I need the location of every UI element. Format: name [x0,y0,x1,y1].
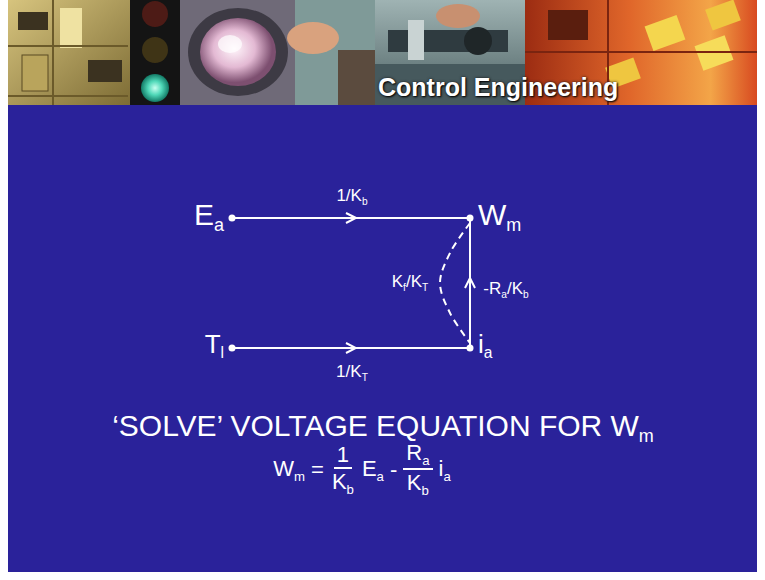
text-run: - [390,457,397,482]
subscript: m [506,215,521,235]
chip [18,12,48,30]
node-dot [467,215,474,222]
signal-node: Tl [197,330,232,365]
lens-rim [188,8,288,96]
branch-gain: 1/Kb [336,186,367,208]
banner-title: Control Engineering [378,72,618,102]
subscript: a [443,468,450,483]
node-label: Ea [194,198,224,236]
text-run: i [439,456,444,481]
panel-slot [548,10,588,40]
circuit-board [8,0,130,105]
text-run: K [392,272,403,291]
sleeve [338,50,375,105]
signal-node: Ea [186,198,232,239]
fraction: 1Kb [330,443,356,498]
text-run: E [194,198,214,231]
node-dot [229,345,236,352]
text-run: i [478,329,484,359]
subscript: b [362,196,368,207]
signal-branch [232,347,470,349]
denominator: Kb [405,470,431,498]
text-run: W [273,456,294,481]
section-heading: ‘SOLVE’ VOLTAGE EQUATION FOR Wm [112,408,654,448]
lens-glint [218,35,242,53]
subscript: a [422,453,429,468]
node-label: ia [478,330,492,362]
text-run: /K [406,272,422,291]
signal-node: ia [470,330,500,365]
text-run: T [205,329,221,359]
signal-branch [440,223,470,343]
subscript: a [484,345,493,362]
subscript: m [294,468,305,483]
node-dot [467,345,474,352]
slide-ground [8,105,757,572]
subscript: b [523,289,529,300]
subscript: b [347,481,354,496]
text-run: 1/K [336,362,362,381]
node-dot [229,215,236,222]
text-run: 1 [337,442,349,467]
subscript: T [422,282,428,293]
subscript: b [422,483,429,498]
signal-branch [469,218,471,348]
lens-ground [180,0,295,105]
signal-node: Wm [470,198,529,239]
text-run: W [478,198,506,231]
denominator: Kb [330,469,356,497]
green-lamp [141,74,169,102]
text-run: ‘SOLVE’ VOLTAGE EQUATION FOR W [112,409,639,442]
branch-gain: -Ra/Kb [483,279,528,301]
subscript: a [501,289,507,300]
fraction: RaKb [403,441,432,499]
hand [287,22,339,54]
panel-key [705,0,741,30]
panel-key [645,15,686,51]
node-dots [229,215,474,352]
chip [22,55,48,91]
connector-layer [232,218,470,348]
equation-term: Wm [273,456,305,484]
subscript: T [362,372,368,383]
banner-ground [8,0,757,105]
equation-term: ia [439,456,451,484]
signal-branch [232,217,470,219]
machine-wheel [464,27,492,55]
branch-gain: 1/KT [336,362,368,384]
equation-term: - [390,457,397,483]
chip [88,60,122,82]
traffic-light-housing [130,0,180,105]
branch-gain: Kf/KT [392,272,428,294]
subscript: a [214,215,224,235]
lens-glass [200,18,276,86]
subscript: l [221,345,224,362]
text-run: Control Engineering [378,73,618,101]
subscript: f [403,282,406,293]
node-label: Wm [478,198,521,236]
text-run: 1/K [336,186,362,205]
board-trace [8,0,128,105]
text-run: K [332,469,347,494]
node-label: Tl [205,330,224,362]
red-lamp [142,1,168,27]
machine-collar [408,20,424,60]
text-run: R [406,440,422,465]
text-run: E [362,456,377,481]
amber-lamp [142,37,168,63]
equation-term: = [311,457,324,483]
chip [60,8,82,48]
text-run: K [407,470,422,495]
text-run: -R [483,279,501,298]
numerator: Ra [403,441,432,470]
subscript: a [377,468,384,483]
hand [436,4,480,28]
numerator: 1 [334,443,352,469]
subscript: m [639,426,654,446]
equation: Wm=1KbEa-RaKbia [273,441,450,499]
text-run: = [311,457,324,482]
text-run: /K [507,279,523,298]
equation-term: Ea [362,456,384,484]
